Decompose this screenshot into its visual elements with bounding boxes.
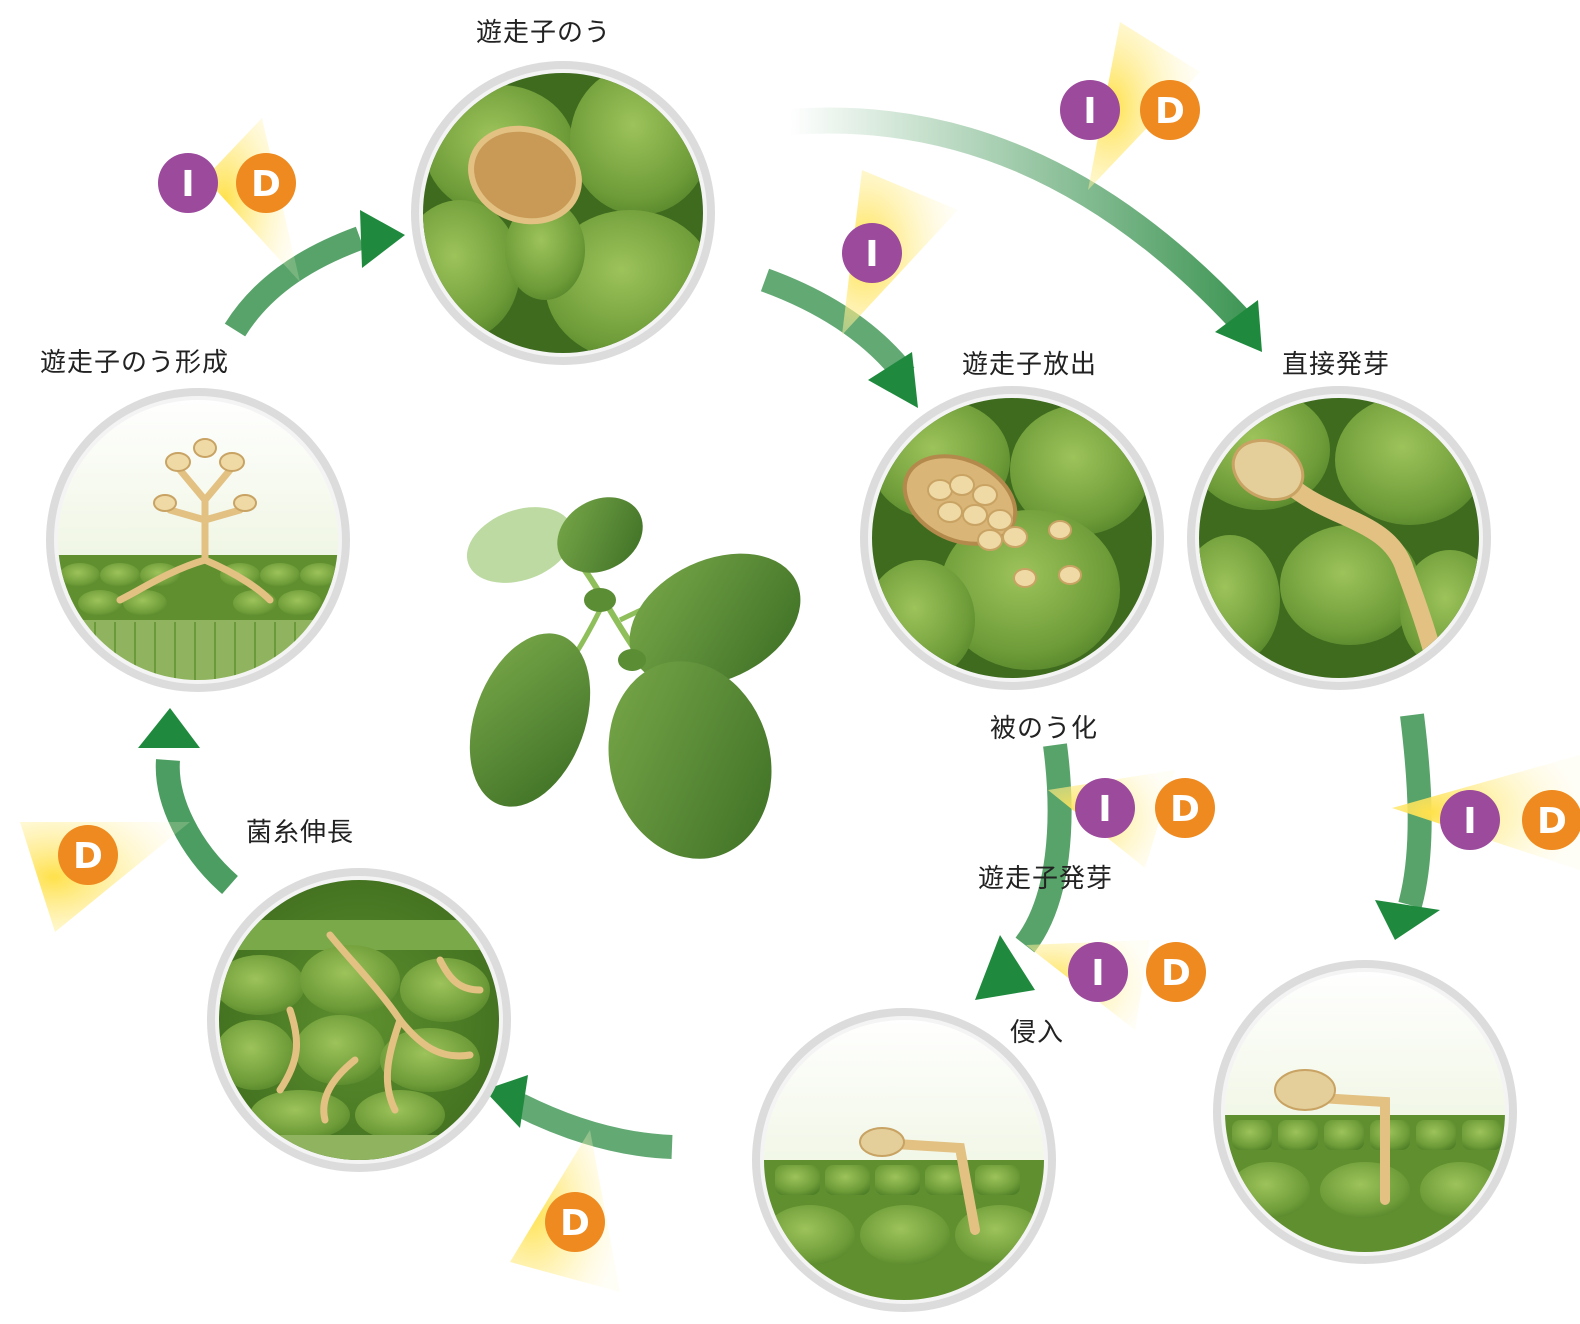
label-sporangium-formation: 遊走子のう形成 (40, 342, 229, 379)
stage-circle-zoospore-release (860, 386, 1164, 690)
svg-text:D: D (1155, 91, 1185, 132)
svg-text:I: I (1083, 91, 1096, 132)
arrow-sporangium-to-release (765, 280, 905, 375)
arrow-head (1375, 900, 1440, 940)
label-zoospore-release: 遊走子放出 (962, 344, 1097, 381)
label-sporangium: 遊走子のう (476, 12, 611, 49)
plant-leaf-icon (448, 482, 822, 877)
arrow-penetration-to-hyphal (520, 1105, 672, 1147)
svg-text:D: D (1170, 789, 1200, 830)
stage-circle-sporangium-formation (46, 388, 350, 692)
sporangium-body (1275, 1070, 1335, 1110)
label-zoospore-germination: 遊走子発芽 (978, 858, 1113, 895)
stage-circle-penetration (752, 1008, 1056, 1320)
svg-text:D: D (560, 1203, 590, 1244)
label-direct-germination: 直接発芽 (1282, 344, 1390, 381)
svg-text:I: I (181, 164, 194, 205)
label-hyphal-growth: 菌糸伸長 (246, 812, 354, 849)
stage-circle-hyphal-growth (207, 868, 511, 1172)
svg-text:D: D (251, 164, 281, 205)
arrow-head (138, 708, 200, 748)
encysted-zoospore (860, 1128, 904, 1156)
stage-circle-direct-penetration (1213, 960, 1517, 1275)
svg-text:D: D (1161, 953, 1191, 994)
arrow-encyst-to-penetration (1025, 745, 1060, 945)
svg-text:I: I (865, 234, 878, 275)
svg-text:I: I (1463, 801, 1476, 842)
svg-text:D: D (1537, 801, 1567, 842)
arrow-head (360, 210, 405, 268)
stage-circle-sporangium (400, 61, 715, 365)
label-penetration: 侵入 (1010, 1012, 1064, 1049)
label-encystment: 被のう化 (990, 708, 1098, 745)
arrow-formation-to-sporangium (235, 238, 360, 330)
svg-text:I: I (1091, 953, 1104, 994)
svg-text:D: D (73, 836, 103, 877)
svg-text:I: I (1098, 789, 1111, 830)
stage-circle-direct-germination (1180, 386, 1500, 690)
